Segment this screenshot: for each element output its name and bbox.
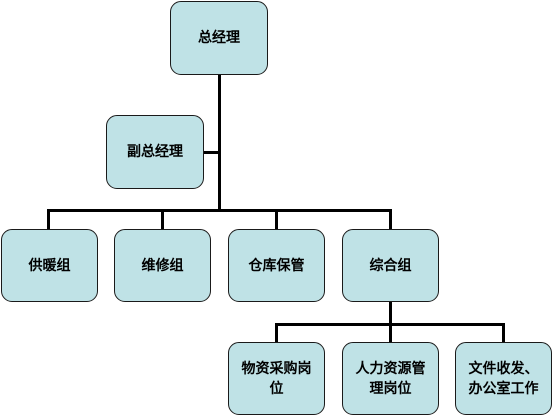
connector-drop-hr — [389, 323, 392, 342]
deputy-general-manager-label: 副总经理 — [127, 144, 183, 160]
general-manager-label: 总经理 — [198, 30, 240, 46]
connector-composite-down — [389, 302, 392, 325]
composite-group-node: 综合组 — [342, 229, 439, 302]
connector-drop-maintenance — [161, 209, 164, 229]
connector-gm-to-branch — [218, 75, 221, 211]
hr-position-node: 人力资源管理岗位 — [342, 342, 439, 415]
connector-drop-office — [502, 323, 505, 342]
connector-drop-composite — [389, 209, 392, 229]
connector-drop-heating — [47, 209, 50, 229]
connector-drop-procurement — [275, 323, 278, 342]
heating-group-label: 供暖组 — [28, 257, 71, 274]
connector-drop-warehouse — [275, 209, 278, 229]
warehouse-node: 仓库保管 — [228, 229, 325, 302]
office-work-label: 文件收发、办公室工作 — [468, 360, 539, 397]
maintenance-group-node: 维修组 — [114, 229, 211, 302]
heating-group-node: 供暖组 — [1, 229, 98, 302]
deputy-general-manager-node: 副总经理 — [106, 115, 204, 189]
warehouse-label: 仓库保管 — [248, 257, 305, 274]
connector-deputy — [204, 151, 219, 154]
general-manager-node: 总经理 — [170, 1, 268, 75]
procurement-position-label: 物资采购岗位 — [241, 360, 312, 397]
office-work-node: 文件收发、办公室工作 — [455, 342, 552, 415]
connector-groups-bar — [47, 209, 392, 212]
hr-position-label: 人力资源管理岗位 — [355, 360, 426, 397]
maintenance-group-label: 维修组 — [141, 257, 184, 274]
composite-group-label: 综合组 — [369, 257, 412, 274]
procurement-position-node: 物资采购岗位 — [228, 342, 325, 415]
